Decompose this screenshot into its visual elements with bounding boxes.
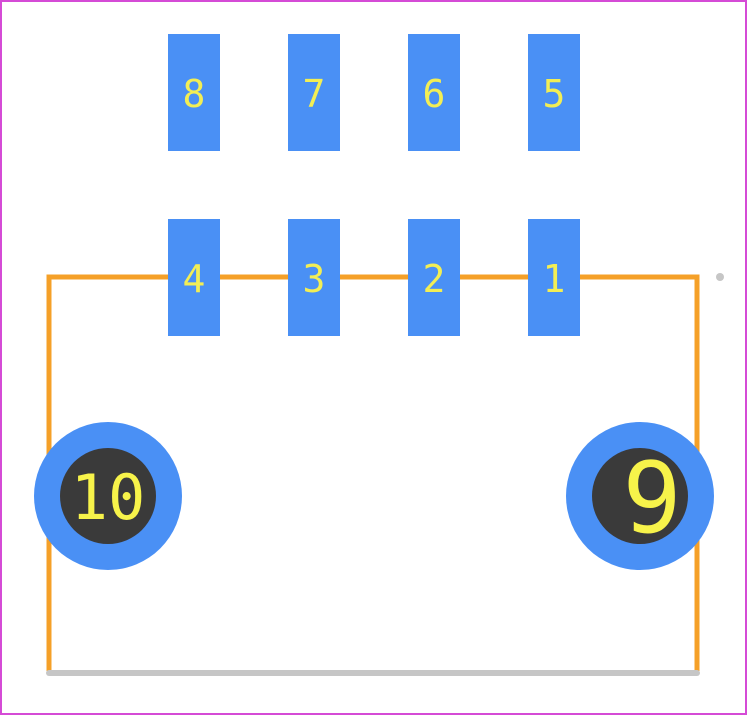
hole-label: 9 [622, 442, 681, 556]
pad-label: 7 [303, 72, 326, 116]
pad-rect [528, 219, 580, 336]
mounting-hole-10: 10 [34, 422, 182, 570]
pad-rect [408, 219, 460, 336]
pad-label: 8 [183, 72, 206, 116]
smd-pad-3: 3 [288, 219, 340, 336]
pad-rect [528, 34, 580, 151]
pad-label: 4 [183, 257, 206, 301]
hole-label: 10 [71, 461, 146, 534]
smd-pad-6: 6 [408, 34, 460, 151]
pad-rect [168, 34, 220, 151]
smd-pad-5: 5 [528, 34, 580, 151]
pad-label: 5 [543, 72, 566, 116]
drill-hole [60, 448, 156, 544]
pad-rect [288, 219, 340, 336]
pad-label: 3 [303, 257, 326, 301]
smd-pad-8: 8 [168, 34, 220, 151]
smd-pad-2: 2 [408, 219, 460, 336]
pad-label: 1 [543, 257, 566, 301]
mounting-hole-9: 9 [566, 422, 714, 570]
pad-rect [408, 34, 460, 151]
smd-pad-7: 7 [288, 34, 340, 151]
pad-label: 2 [423, 257, 446, 301]
smd-pad-4: 4 [168, 219, 220, 336]
pad-rect [288, 34, 340, 151]
pin1-marker-dot [716, 273, 724, 281]
smd-pad-1: 1 [528, 219, 580, 336]
drill-hole [592, 448, 688, 544]
pad-label: 6 [423, 72, 446, 116]
pad-rect [168, 219, 220, 336]
